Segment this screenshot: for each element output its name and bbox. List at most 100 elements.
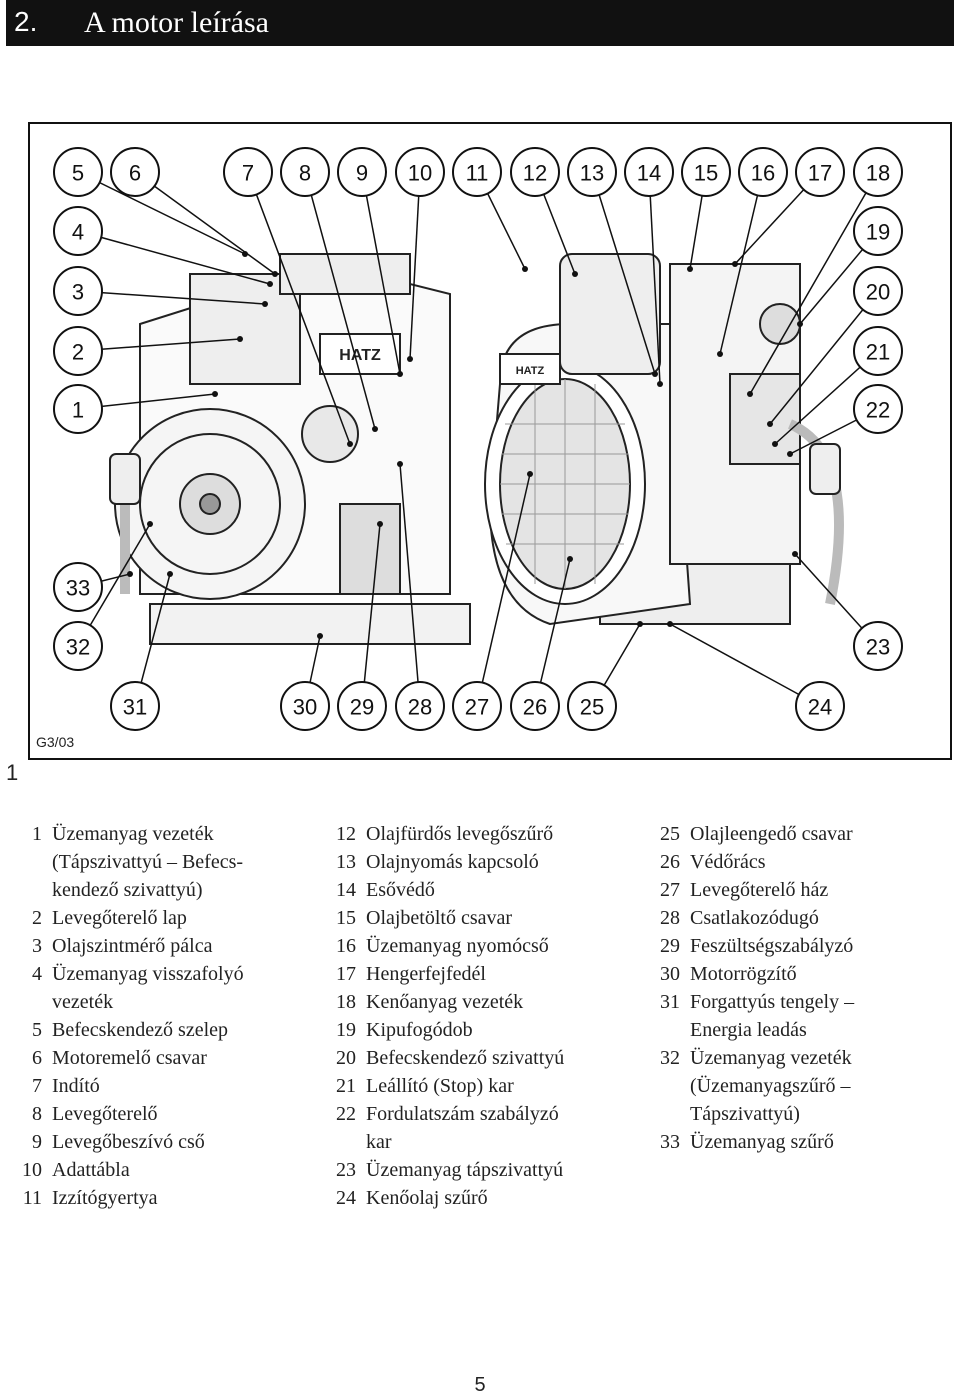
callout-9: 9 [337,147,387,197]
callout-label: 19 [866,220,890,245]
callout-circle [853,266,903,316]
leader-dot-4 [267,281,273,287]
legend-item-number: 24 [336,1187,356,1209]
legend-item-number [314,1128,366,1156]
callout-26: 26 [510,681,560,731]
legend-item-text: Védőrács [690,851,766,873]
callout-2: 2 [53,326,103,376]
callout-10: 10 [395,147,445,197]
leader-dot-25 [637,621,643,627]
legend-item-number: 14 [336,879,356,901]
callout-circle [738,147,788,197]
legend-item-text: Üzemanyag szűrő [690,1131,834,1153]
leader-dot-11 [522,266,528,272]
callout-25: 25 [567,681,617,731]
legend-item-text: Feszültségszabályzó [690,935,854,957]
leader-dot-9 [397,371,403,377]
legend-item-number: 6 [32,1047,42,1069]
leader-dot-29 [377,521,383,527]
legend-item-number: 17 [336,963,356,985]
callout-label: 22 [866,398,890,423]
legend-item-number: 22 [336,1103,356,1125]
legend-item-number: 26 [660,851,680,873]
legend-item-text: Olajfürdős levegőszűrő [366,823,554,845]
left-engine-drawing: HATZ [109,253,471,645]
section-number: 2. [14,6,38,37]
callout-circle [395,147,445,197]
callout-22: 22 [853,384,903,434]
legend-item-number: 23 [336,1159,356,1181]
leader-dot-12 [572,271,578,277]
leader-line-28 [399,463,421,707]
legend-item-text: Kipufogódob [366,1019,473,1041]
legend-item-number: 27 [660,879,680,901]
callout-circle [337,147,387,197]
legend-item-text: Olajleengedő csavar [690,823,853,845]
right-engine-drawing: HATZ [484,253,844,626]
legend-item-number: 15 [336,907,356,929]
legend-item-number [638,1100,690,1128]
callout-label: 5 [72,161,84,186]
legend-item-number: 28 [660,907,680,929]
legend-item-text: Üzemanyag vezeték [52,823,214,845]
callout-circle [53,326,103,376]
callout-circle [110,681,160,731]
callout-circle [567,147,617,197]
callout-8: 8 [280,147,330,197]
legend-item: 15 Olajbetöltő csavar [314,904,624,932]
hatz-logo-left: HATZ [339,347,381,364]
callout-label: 26 [523,695,547,720]
legend-item-number: 21 [336,1075,356,1097]
legend-item-number: 10 [22,1159,42,1181]
callout-label: 3 [72,280,84,305]
callout-30: 30 [280,681,330,731]
legend-item: (Üzemanyagszűrő – [638,1072,958,1100]
leader-dot-26 [567,556,573,562]
callout-7: 7 [223,147,273,197]
callout-27: 27 [452,681,502,731]
legend-item-number [0,848,52,876]
callout-circle [280,147,330,197]
legend-item-text: Olajbetöltő csavar [366,907,513,929]
callout-32: 32 [53,621,103,671]
callout-circle [795,147,845,197]
callout-circle [53,384,103,434]
legend-item-text: Indító [52,1075,100,1097]
callout-circle [510,681,560,731]
legend-item-number: 8 [32,1103,42,1125]
callout-4: 4 [53,206,103,256]
leader-line-24 [669,623,821,707]
callout-33: 33 [53,562,103,612]
leader-dot-33 [127,571,133,577]
callout-12: 12 [510,147,560,197]
hatz-logo-right: HATZ [516,365,545,377]
legend-item-text: Üzemanyag vezeték [690,1047,852,1069]
callout-label: 17 [808,161,832,186]
leader-dot-14 [657,381,663,387]
leader-dot-20 [767,421,773,427]
callout-label: 6 [129,161,141,186]
callout-18: 18 [853,147,903,197]
leader-dot-28 [397,461,403,467]
callout-circle [853,384,903,434]
leader-dot-17 [732,261,738,267]
legend-item-number [0,876,52,904]
figure-number: 1 [6,760,19,785]
callout-28: 28 [395,681,445,731]
callout-label: 14 [637,161,661,186]
